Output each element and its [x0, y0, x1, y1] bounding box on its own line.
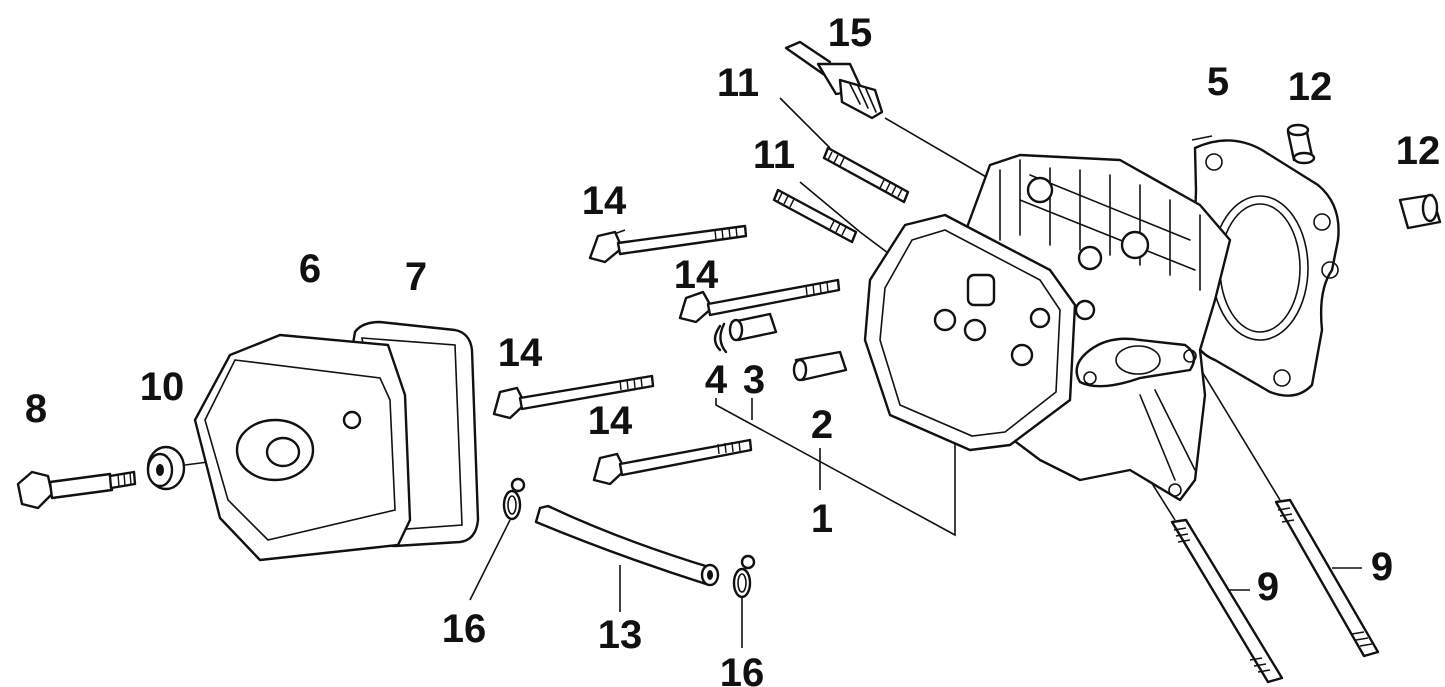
- callout-14b: 14: [674, 253, 719, 297]
- callout-16b: 16: [720, 651, 765, 687]
- flange-bolt: [592, 438, 753, 486]
- callout-7: 7: [405, 255, 427, 299]
- circlip: [713, 322, 728, 354]
- callout-14a: 14: [582, 179, 627, 223]
- head-gasket: [1190, 139, 1340, 397]
- callout-9b: 9: [1371, 545, 1393, 589]
- callout-10: 10: [140, 365, 185, 409]
- callout-1: 1: [811, 497, 833, 541]
- stud-bolt: [822, 146, 910, 204]
- flange-bolt: [588, 224, 748, 264]
- spark-plug: [784, 40, 884, 120]
- cover-bolt: [16, 470, 137, 510]
- callout-12b: 12: [1396, 129, 1441, 173]
- flange-bolt: [678, 278, 841, 324]
- breather-tube: [534, 504, 720, 587]
- callout-16a: 16: [442, 607, 487, 651]
- hose-clip: [502, 477, 526, 521]
- stud-bolt: [1170, 518, 1284, 684]
- flange-bolt: [492, 374, 655, 420]
- callout-3: 3: [743, 358, 765, 402]
- sealing-washer: [146, 445, 186, 491]
- valve-guide: [728, 312, 778, 342]
- callout-14d: 14: [588, 399, 633, 443]
- callout-labels: 1 2 3 4 5 6 7 8 9 9 10 11 11 12 12 13 14…: [25, 11, 1440, 687]
- callout-13: 13: [598, 613, 643, 657]
- callout-9a: 9: [1257, 565, 1279, 609]
- callout-2: 2: [811, 403, 833, 447]
- callout-5: 5: [1207, 60, 1229, 104]
- head-cover: [193, 333, 412, 562]
- dowel-pin: [1398, 193, 1442, 230]
- callout-8: 8: [25, 387, 47, 431]
- stud-bolt: [1274, 498, 1380, 658]
- callout-11b: 11: [753, 133, 795, 177]
- hose-clip: [732, 554, 756, 599]
- callout-12a: 12: [1288, 65, 1333, 109]
- stud-bolt: [772, 188, 858, 244]
- callout-6: 6: [299, 247, 321, 291]
- valve-guide: [792, 350, 848, 382]
- callout-4: 4: [705, 358, 728, 402]
- callout-15: 15: [828, 11, 873, 55]
- cylinder-head: [863, 153, 1232, 502]
- dowel-pin: [1286, 123, 1316, 165]
- callout-11a: 11: [717, 61, 759, 105]
- callout-14c: 14: [498, 331, 543, 375]
